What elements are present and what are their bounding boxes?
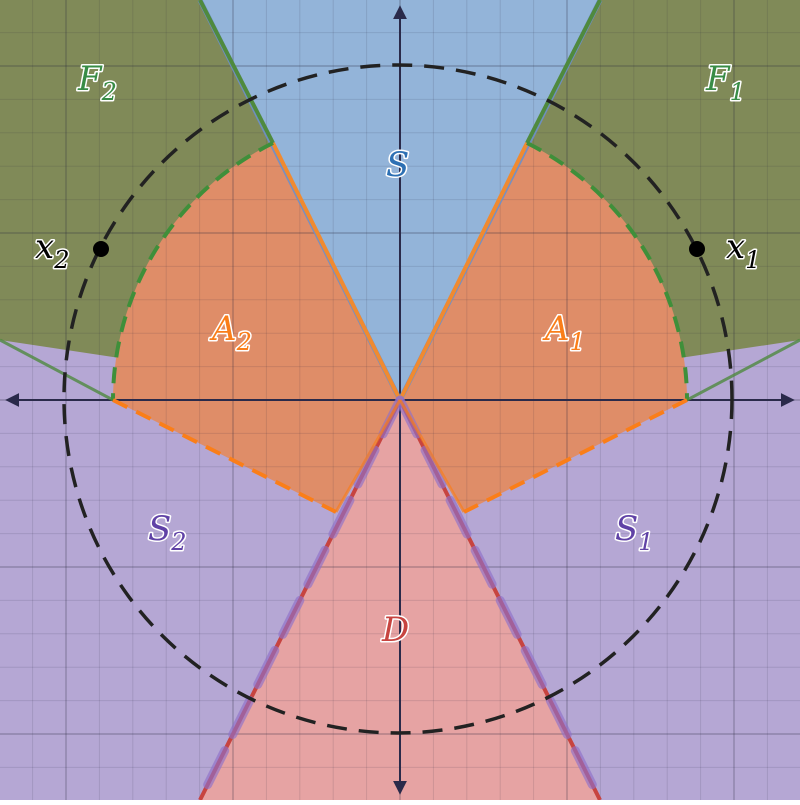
- arc-a1-outer: [526, 141, 689, 401]
- point-x1: [689, 241, 705, 257]
- boundary-f2-s2: [0, 338, 114, 402]
- label-d: D: [381, 610, 409, 650]
- point-x2: [93, 241, 109, 257]
- boundary-a1-s: [398, 142, 529, 401]
- boundary-d-right-dashed: [395, 395, 605, 805]
- boundary-f1-s1: [686, 338, 800, 402]
- label-f2: F2: [77, 59, 117, 106]
- label-x1: x1: [726, 227, 760, 274]
- label-s1: S1: [615, 509, 654, 556]
- boundary-f1-outer: [525, 0, 602, 144]
- boundary-a1-s1-dashed: [463, 398, 688, 514]
- boundary-a2-s: [271, 142, 402, 401]
- region-fill-a2: [113, 143, 400, 512]
- label-s: S: [386, 145, 409, 185]
- boundary-a2-s2-dashed: [112, 398, 337, 514]
- label-a2: A2: [209, 309, 252, 356]
- label-f1: F1: [705, 59, 745, 106]
- boundary-f2-outer: [198, 0, 275, 144]
- region-fill-a1: [400, 143, 687, 512]
- label-s2: S2: [148, 509, 187, 556]
- label-a1: A1: [542, 309, 585, 356]
- boundary-a1-d: [398, 399, 466, 513]
- label-x2: x2: [35, 227, 69, 274]
- boundary-d-left-dashed: [195, 395, 405, 805]
- dashed-circle: [62, 63, 734, 735]
- boundary-a2-d: [334, 399, 402, 513]
- arc-a2-outer: [111, 141, 274, 401]
